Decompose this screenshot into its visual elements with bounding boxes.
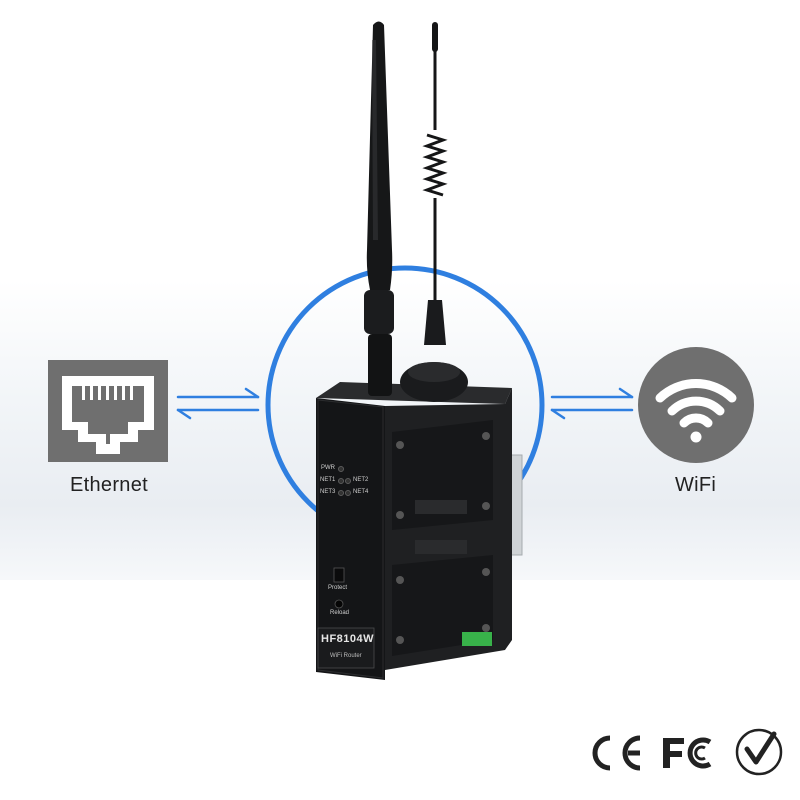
wifi-label: WiFi — [675, 474, 717, 496]
led-label-pwr: PWR — [321, 465, 335, 471]
led-label-net2: NET2 — [353, 477, 369, 483]
wifi-icon — [638, 347, 754, 463]
led-label-net3: NET3 — [320, 489, 336, 495]
ethernet-label: Ethernet — [70, 474, 149, 496]
ethernet-icon — [48, 360, 168, 462]
protect-label: Protect — [328, 585, 348, 591]
reload-label: Reload — [330, 610, 350, 616]
rubber-duck-antenna — [364, 21, 394, 396]
model-subtitle: WiFi Router — [330, 653, 362, 659]
fcc-mark-icon — [663, 737, 712, 769]
led-label-net4: NET4 — [353, 489, 369, 495]
model-name: HF8104W — [321, 633, 375, 645]
rohs-mark-icon — [735, 728, 783, 776]
ce-mark-icon — [592, 735, 641, 771]
led-label-net1: NET1 — [320, 477, 336, 483]
right-bidirectional-arrows — [550, 387, 634, 420]
left-bidirectional-arrows — [176, 387, 260, 420]
magnetic-antenna — [400, 22, 468, 402]
router-device — [316, 382, 512, 680]
